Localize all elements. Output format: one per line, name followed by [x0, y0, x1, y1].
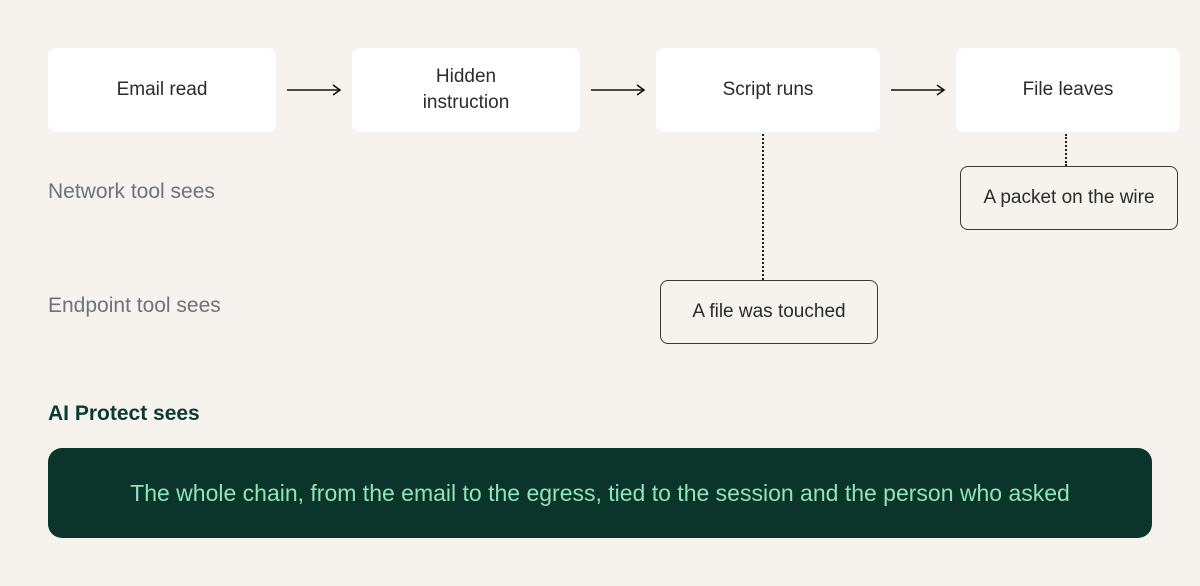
step-hidden-instruction: Hidden instruction: [352, 48, 580, 132]
arrow-right-icon: [891, 84, 946, 96]
connector-script-to-endpoint: [762, 134, 764, 280]
step-file-leaves: File leaves: [956, 48, 1180, 132]
step-hidden-instruction-label: Hidden instruction: [422, 66, 510, 113]
step-email-read-label: Email read: [116, 79, 208, 100]
step-file-leaves-label: File leaves: [1022, 79, 1114, 100]
endpoint-callout: A file was touched: [660, 280, 878, 344]
step-script-runs: Script runs: [656, 48, 880, 132]
arrow-right-icon: [287, 84, 342, 96]
step-script-runs-label: Script runs: [722, 79, 814, 100]
ai-protect-banner: The whole chain, from the email to the e…: [48, 448, 1152, 538]
connector-file-to-network: [1065, 134, 1067, 166]
network-callout: A packet on the wire: [960, 166, 1178, 230]
network-tool-label: Network tool sees: [48, 180, 215, 203]
endpoint-callout-text: A file was touched: [692, 301, 846, 322]
ai-protect-label: AI Protect sees: [48, 402, 200, 425]
step-email-read: Email read: [48, 48, 276, 132]
network-callout-text: A packet on the wire: [983, 187, 1155, 208]
ai-protect-summary: The whole chain, from the email to the e…: [130, 479, 1070, 506]
endpoint-tool-label: Endpoint tool sees: [48, 294, 221, 317]
arrow-right-icon: [591, 84, 646, 96]
